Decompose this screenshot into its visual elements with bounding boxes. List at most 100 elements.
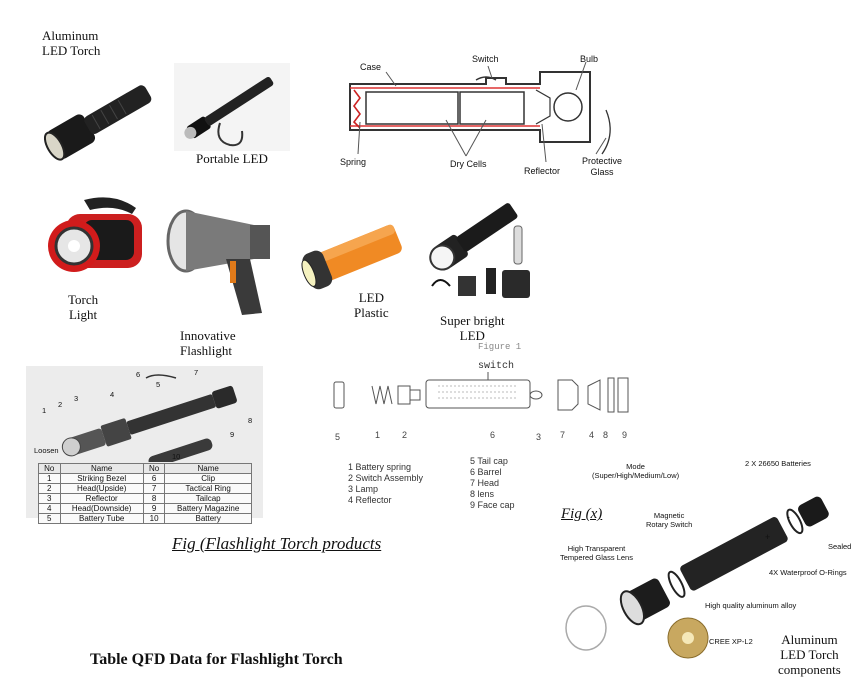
plus-sign: + — [765, 532, 771, 542]
legend-item: 5 Tail cap — [470, 456, 508, 466]
callout-9: 9 — [230, 430, 235, 439]
callout-4: 4 — [110, 390, 115, 399]
header-name: Name — [59, 463, 144, 474]
label-led-plastic: LED Plastic — [354, 290, 389, 320]
table-row: 3 Reflector 8 Tailcap — [38, 493, 252, 504]
label-magnetic-switch: Magnetic Rotary Switch — [646, 511, 693, 529]
circuit-label-bulb: Bulb — [580, 54, 599, 64]
legend-item: 3 Lamp — [348, 484, 379, 494]
cell-name: Battery Magazine — [164, 503, 252, 514]
legend-item: 2 Switch Assembly — [348, 473, 424, 483]
cell-name: Reflector — [59, 493, 144, 504]
label-glass-lens: High Transparent Tempered Glass Lens — [560, 544, 633, 562]
cell-name: Battery Tube — [59, 513, 144, 524]
portable-led-image — [174, 63, 290, 151]
parts-table: No Name No Name 1 Striking Bezel 6 Clip … — [38, 463, 252, 524]
torch-light-image — [44, 190, 146, 282]
label-o-rings: 4X Waterproof O-Rings — [769, 568, 847, 577]
callout-8: 8 — [248, 416, 253, 425]
table-row: 2 Head(Upside) 7 Tactical Ring — [38, 483, 252, 494]
cell-no: 9 — [142, 503, 166, 514]
label-mode: Mode (Super/High/Medium/Low) — [592, 462, 680, 480]
circuit-label-dry-cells: Dry Cells — [450, 159, 487, 169]
label-cree: CREE XP-L2 — [709, 637, 753, 646]
cell-name: Tactical Ring — [164, 483, 252, 494]
table-row: 5 Battery Tube 10 Battery — [38, 513, 252, 524]
figure1-num-5: 5 — [335, 432, 341, 442]
header-name: Name — [164, 463, 252, 474]
exploded-view-panel: 1 2 3 4 5 6 7 8 9 10 Loosen No Name No N… — [26, 366, 263, 524]
components-diagram — [560, 452, 860, 674]
callout-1: 1 — [42, 406, 47, 415]
label-aluminum-led-torch: Aluminum LED Torch — [42, 28, 101, 58]
label-sealed: Sealed — [828, 542, 852, 551]
callout-3: 3 — [74, 394, 79, 403]
figure1-num-4: 4 — [589, 430, 595, 440]
table-title: Table QFD Data for Flashlight Torch — [90, 651, 343, 668]
fig-x-label: Fig (x) — [561, 506, 603, 522]
parts-table-header: No Name No Name — [38, 463, 252, 474]
callout-7: 7 — [194, 368, 199, 377]
label-super-bright-led: Super bright LED — [440, 313, 505, 343]
innovative-flashlight-image — [164, 203, 276, 321]
flashlight-circuit-diagram — [336, 50, 636, 180]
cell-name: Clip — [164, 473, 252, 484]
label-innovative-flashlight: Innovative Flashlight — [180, 328, 236, 358]
circuit-label-case: Case — [360, 62, 382, 72]
minus-sign: - — [787, 512, 790, 522]
figure1-title: Figure 1 — [478, 342, 522, 352]
cell-name: Striking Bezel — [59, 473, 144, 484]
figure1-num-2: 2 — [402, 430, 408, 440]
circuit-label-switch: Switch — [472, 54, 499, 64]
cell-name: Head(Upside) — [59, 483, 144, 494]
callout-10: 10 — [172, 452, 181, 461]
table-row: 1 Striking Bezel 6 Clip — [38, 473, 252, 484]
figure1-num-3: 3 — [536, 432, 542, 442]
cell-name: Head(Downside) — [59, 503, 144, 514]
legend-item: 6 Barrel — [470, 467, 502, 477]
callout-6: 6 — [136, 370, 141, 379]
cell-no: 10 — [142, 513, 166, 524]
circuit-label-protective-glass: Protective Glass — [582, 156, 623, 177]
figure1-num-8: 8 — [603, 430, 609, 440]
figure1-num-7: 7 — [560, 430, 566, 440]
legend-item: 4 Reflector — [348, 495, 392, 505]
legend-item: 7 Head — [470, 478, 500, 488]
figure1-num-1: 1 — [375, 430, 381, 440]
figure1-switch-label: switch — [478, 361, 515, 372]
label-alloy: High quality aluminum alloy — [705, 601, 797, 610]
figure1-num-9: 9 — [622, 430, 628, 440]
cell-no: 3 — [38, 493, 61, 504]
legend-item: 9 Face cap — [470, 500, 515, 510]
table-row: 4 Head(Downside) 9 Battery Magazine — [38, 503, 252, 514]
components-title: Aluminum LED Torch components — [778, 632, 841, 677]
legend-item: 8 lens — [470, 489, 495, 499]
label-batteries: 2 X 26650 Batteries — [745, 459, 811, 468]
circuit-label-reflector: Reflector — [524, 166, 561, 176]
aluminum-torch-image — [34, 62, 164, 172]
figure1-legend-right: 5 Tail cap 6 Barrel 7 Head 8 lens 9 Face… — [470, 456, 515, 511]
super-bright-led-image — [418, 196, 534, 310]
figure1-num-6: 6 — [490, 430, 496, 440]
fig-products-caption: Fig (Flashlight Torch products — [172, 534, 382, 553]
figure1-drawing — [328, 372, 638, 422]
cell-no: 7 — [142, 483, 166, 494]
cell-no: 8 — [142, 493, 166, 504]
cell-no: 1 — [38, 473, 61, 484]
label-torch-light: Torch Light — [68, 292, 99, 322]
cell-no: 4 — [38, 503, 61, 514]
loosen-label: Loosen — [34, 446, 59, 455]
circuit-label-spring: Spring — [340, 157, 367, 167]
cell-name: Tailcap — [164, 493, 252, 504]
label-portable-led: Portable LED — [196, 151, 268, 166]
callout-5: 5 — [156, 380, 161, 389]
cell-name: Battery — [164, 513, 252, 524]
figure1-legend-left: 1 Battery spring 2 Switch Assembly 3 Lam… — [348, 462, 423, 506]
cell-no: 6 — [142, 473, 166, 484]
led-plastic-image — [296, 215, 408, 299]
legend-item: 1 Battery spring — [348, 462, 412, 472]
cell-no: 2 — [38, 483, 61, 494]
header-no: No — [38, 463, 61, 474]
callout-2: 2 — [58, 400, 63, 409]
header-no: No — [142, 463, 166, 474]
